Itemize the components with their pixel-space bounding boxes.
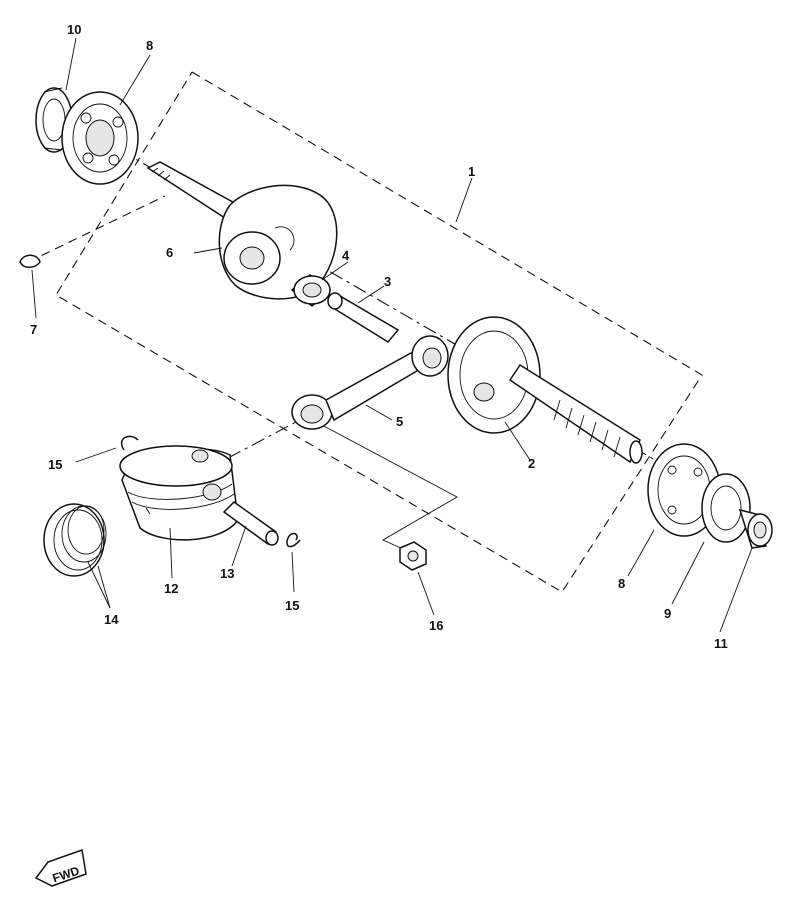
callout-9: 9 xyxy=(664,606,671,621)
callout-labels: 10 8 1 6 4 3 7 5 2 15 12 13 15 16 14 8 9… xyxy=(30,22,728,651)
bearing-left xyxy=(61,91,139,185)
piston-rings xyxy=(43,503,107,577)
woodruff-key xyxy=(19,254,41,268)
needle-bearing xyxy=(290,274,332,307)
callout-2: 2 xyxy=(528,456,535,471)
callout-5: 5 xyxy=(396,414,403,429)
piston-pin xyxy=(222,501,279,546)
callout-16: 16 xyxy=(429,618,443,633)
callout-15-upper: 15 xyxy=(48,457,62,472)
callout-13: 13 xyxy=(220,566,234,581)
callout-12: 12 xyxy=(164,581,178,596)
crankshaft-left-half xyxy=(146,161,338,300)
leader-lines xyxy=(31,37,753,633)
collar xyxy=(738,508,773,549)
oil-seal-right xyxy=(701,473,751,543)
fwd-arrow: FWD xyxy=(34,848,87,887)
crankshaft-right-half xyxy=(447,316,643,464)
circlip-upper xyxy=(120,435,139,451)
callout-3: 3 xyxy=(384,274,391,289)
callout-4: 4 xyxy=(342,248,350,263)
callout-8-right: 8 xyxy=(618,576,625,591)
crank-pin xyxy=(327,292,400,343)
callout-10: 10 xyxy=(67,22,81,37)
callout-11: 11 xyxy=(714,636,728,651)
connecting-rod xyxy=(291,335,449,430)
axis-lines xyxy=(27,149,656,551)
callout-15-lower: 15 xyxy=(285,598,299,613)
nut xyxy=(399,541,427,571)
crankshaft-assembly-outline xyxy=(55,71,703,593)
callout-6: 6 xyxy=(166,245,173,260)
callout-14: 14 xyxy=(104,612,119,627)
callout-7: 7 xyxy=(30,322,37,337)
callout-8-left: 8 xyxy=(146,38,153,53)
circlip-lower xyxy=(286,532,301,548)
piston xyxy=(119,445,239,541)
callout-1: 1 xyxy=(468,164,475,179)
